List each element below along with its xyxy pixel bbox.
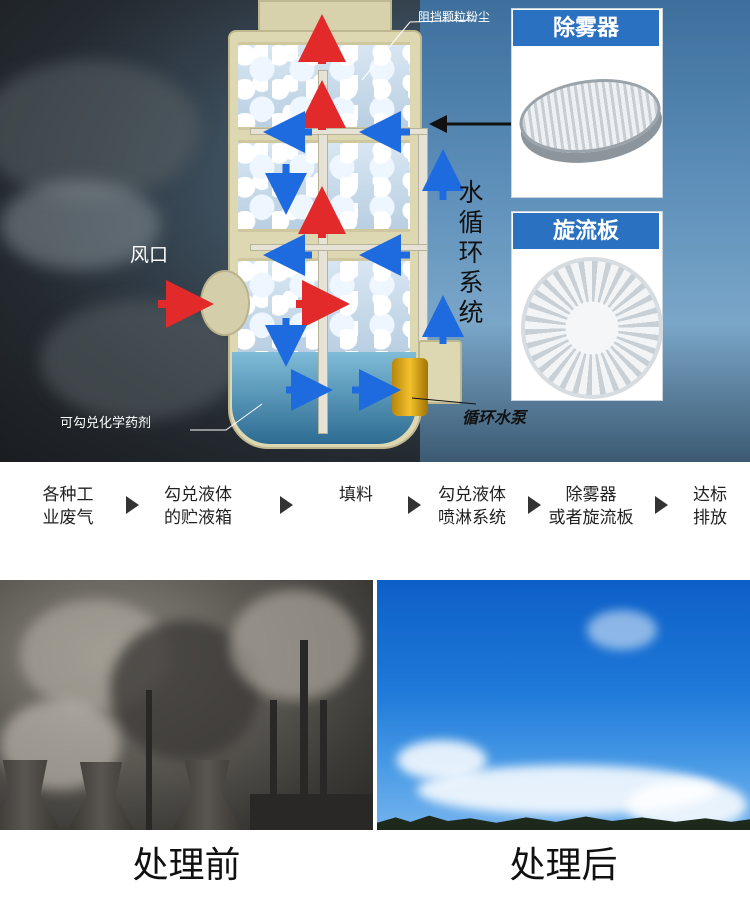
flow-step-storage-tank: 勾兑液体 的贮液箱 bbox=[164, 485, 232, 528]
storm-cloud bbox=[0, 180, 160, 270]
chimney bbox=[146, 690, 152, 830]
flow-arrow-icon bbox=[528, 496, 541, 514]
flow-step-demister: 除雾器 或者旋流板 bbox=[548, 485, 634, 528]
wind-inlet-label: 风口 bbox=[130, 244, 169, 266]
particle-callout-line bbox=[361, 19, 477, 81]
flow-arrow-icon bbox=[655, 496, 668, 514]
before-caption: 处理前 bbox=[132, 845, 241, 886]
particle-label: 阻挡颗粒粉尘 bbox=[418, 10, 491, 24]
cooling-tower bbox=[172, 760, 242, 830]
pump-callout-line bbox=[411, 397, 477, 405]
chimney bbox=[300, 640, 308, 830]
chemical-label: 可勾兑化学药剂 bbox=[60, 416, 152, 431]
chemical-callout-line bbox=[190, 403, 263, 431]
flow-arrows bbox=[158, 14, 512, 431]
factory-building bbox=[250, 794, 373, 830]
pump-label: 循环水泵 bbox=[462, 408, 527, 427]
swirl-plate-image bbox=[521, 257, 663, 399]
white-cloud bbox=[587, 610, 657, 650]
smoke-cloud bbox=[230, 590, 360, 700]
flow-step-spray-system: 勾兑液体 喷淋系统 bbox=[438, 485, 506, 528]
flow-step-discharge: 达标 排放 bbox=[693, 485, 727, 528]
after-treatment-photo bbox=[377, 580, 750, 830]
spray-header-lower bbox=[250, 244, 428, 251]
swirl-plate-card-title: 旋流板 bbox=[513, 213, 659, 249]
after-caption: 处理后 bbox=[509, 845, 618, 886]
chimney bbox=[320, 700, 327, 830]
center-pipe bbox=[318, 70, 328, 434]
spray-header-upper bbox=[250, 128, 428, 135]
flow-step-filler: 填料 bbox=[339, 485, 373, 505]
flow-arrow-icon bbox=[126, 496, 139, 514]
storm-cloud bbox=[0, 60, 200, 200]
flow-arrow-icon bbox=[408, 496, 421, 514]
flow-step-waste-gas: 各种工 业废气 bbox=[42, 485, 94, 528]
flow-arrow-icon bbox=[280, 496, 293, 514]
demister-card-title: 除雾器 bbox=[513, 10, 659, 46]
water-cycle-label: 水循环系统 bbox=[458, 178, 484, 327]
chimney bbox=[270, 700, 277, 830]
scrubber-diagram: 阻挡颗粒粉尘 风口 可勾兑化学药剂 水循环系统 循环水泵 除雾器 旋流板 bbox=[0, 0, 750, 462]
before-treatment-photo bbox=[0, 580, 373, 830]
